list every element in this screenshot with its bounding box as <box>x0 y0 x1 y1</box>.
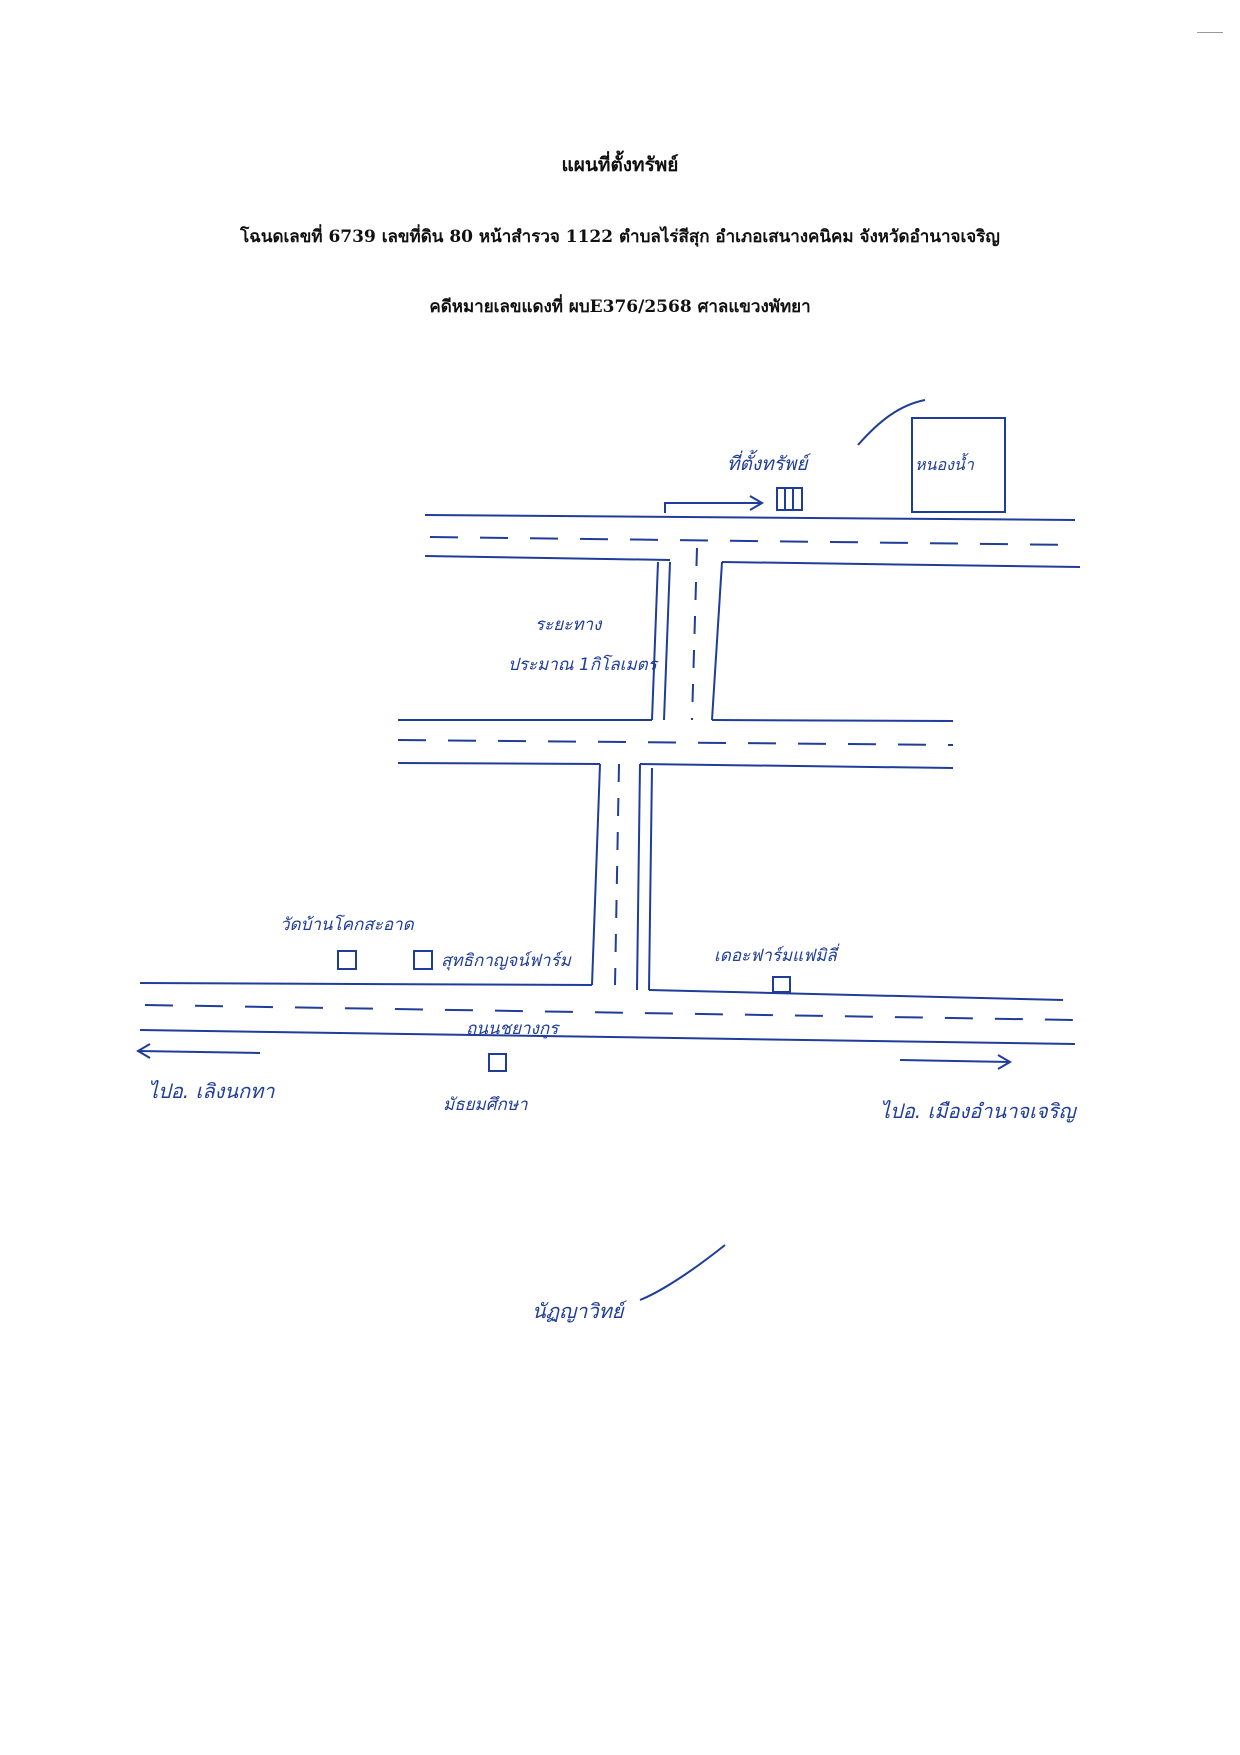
main-road <box>139 982 1076 1045</box>
top-road <box>424 514 1081 568</box>
right-arrow-head <box>997 1054 1012 1070</box>
left-arrow-head <box>136 1043 151 1059</box>
main-road-centerline <box>144 1004 1076 1021</box>
main-road-south-edge <box>139 1029 1076 1045</box>
distance-label-line1: ระยะทาง <box>535 615 603 635</box>
main-road-north-edge-east <box>648 989 1064 1001</box>
distance-label-line2: ประมาณ 1กิโลเมตร <box>508 654 659 675</box>
document-title: แผนที่ตั้งทรัพย์ <box>561 154 679 176</box>
property-label: ที่ตั้งทรัพย์ <box>727 449 812 475</box>
to-left-label: ไปอ. เลิงนกทา <box>148 1079 275 1103</box>
upper-connector-west-inner <box>663 561 671 721</box>
middle-road-north-edge-east <box>711 719 954 722</box>
road-name-label: ถนนชยางกูร <box>466 1019 560 1039</box>
case-number-line: คดีหมายเลขแดงที่ ผบE376/2568 ศาลแขวงพัทย… <box>429 297 811 317</box>
farm-left-marker-box <box>413 950 433 970</box>
temple-label: วัดบ้านโคกสะอาด <box>280 914 415 935</box>
signature-text: นัฏญาวิทย์ <box>532 1299 628 1323</box>
scan-corner-mark <box>1197 32 1223 33</box>
school-label: มัธยมศึกษา <box>443 1095 528 1115</box>
upper-connector-road <box>651 547 723 721</box>
school-marker-box <box>488 1053 507 1072</box>
property-box-stripes <box>784 488 794 510</box>
property-marker <box>664 487 803 513</box>
signature-flourish <box>639 1244 726 1301</box>
lower-connector-road <box>591 763 653 991</box>
lower-connector-east-inner <box>648 767 653 991</box>
middle-road <box>397 719 954 769</box>
to-right-label: ไปอ. เมืองอำนาจเจริญ <box>880 1099 1077 1123</box>
main-road-north-edge-west <box>139 982 593 986</box>
deed-info-line: โฉนดเลขที่ 6739 เลขที่ดิน 80 หน้าสำรวจ 1… <box>240 227 1000 247</box>
property-label-leader <box>857 399 926 446</box>
top-road-centerline <box>429 536 1076 546</box>
lower-connector-centerline <box>614 763 620 986</box>
farm-right-label: เดอะฟาร์มแฟมิลี่ <box>714 943 840 966</box>
middle-road-centerline <box>397 739 954 746</box>
arrow-to-right <box>899 1054 1012 1070</box>
property-box <box>776 487 803 511</box>
middle-road-south-edge-west <box>397 762 601 765</box>
right-arrow-line <box>899 1059 1011 1063</box>
temple-marker-box <box>337 950 357 970</box>
upper-connector-centerline <box>691 547 698 721</box>
arrow-to-left <box>136 1043 261 1059</box>
top-road-south-edge-west <box>424 555 671 561</box>
pointer-arrow-head <box>749 495 764 511</box>
top-road-north-edge <box>424 514 1076 521</box>
lower-connector-west-edge <box>591 763 601 986</box>
upper-connector-east-edge <box>711 561 723 721</box>
farm-right-marker-box <box>772 976 791 993</box>
top-road-south-edge-east <box>721 561 1081 568</box>
upper-connector-west-outer <box>651 561 659 721</box>
middle-road-south-edge-east <box>639 763 954 769</box>
farm-left-label: สุทธิกาญจน์ฟาร์ม <box>441 951 572 971</box>
left-arrow-line <box>137 1050 261 1054</box>
pond-box <box>911 417 1006 513</box>
pointer-arrow-line <box>664 502 762 513</box>
lower-connector-east-outer <box>636 763 641 991</box>
pond-label: หนองน้ำ <box>915 453 975 474</box>
